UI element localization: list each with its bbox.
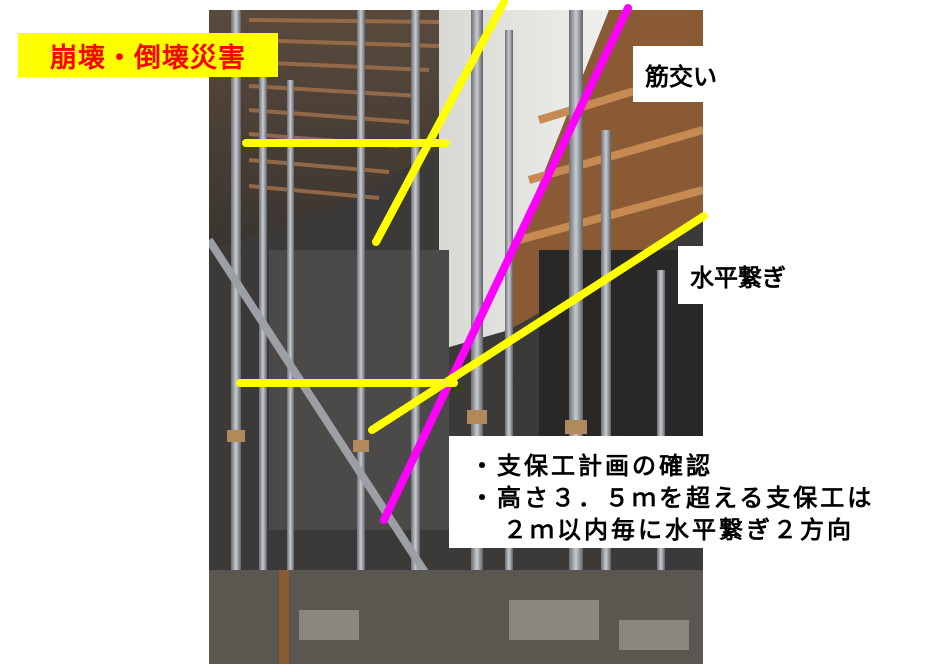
brace-label: 筋交い [633,46,768,102]
note-item: ・支保工計画の確認 [470,452,713,480]
title-badge: 崩壊・倒壊災害 [18,33,278,77]
brace-diagonal-line [380,4,632,524]
notes-box [449,436,928,548]
horizontal-tie-label: 水平繋ぎ [678,246,833,304]
tie-upper-diagonal-line [372,0,508,246]
note-item: ・高さ３．５ｍを超える支保工は [470,484,875,512]
note-item: ２ｍ以内毎に水平繋ぎ２方向 [503,516,854,544]
page-title: 崩壊・倒壊災害 [50,42,246,74]
tie-lower-diagonal-line [368,212,708,434]
